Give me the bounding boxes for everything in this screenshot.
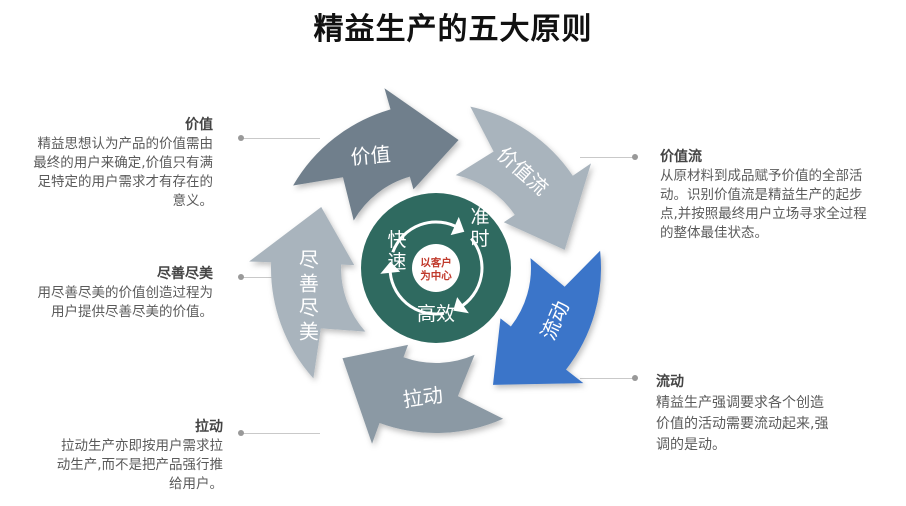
swirl-line	[391, 220, 460, 253]
center-label-line2: 为中心	[420, 269, 452, 282]
text-line: 点,并按照最终用户立场寻求全过程	[660, 206, 867, 222]
heading-perfection: 尽善尽美	[157, 266, 213, 282]
swirl-line	[388, 267, 445, 316]
text-line: 给用户。	[169, 476, 223, 492]
text-line: 用户提供尽善尽美的价值。	[51, 304, 213, 320]
text-line: 用尽善尽美的价值创造过程为	[37, 285, 214, 301]
center-label-line1: 以客户	[420, 256, 452, 269]
connector-perfection	[240, 277, 280, 278]
text-line: 足特定的用户需求才有存在的	[37, 174, 214, 190]
text-block-perfection: 尽善尽美 用尽善尽美的价值创造过程为 用户提供尽善尽美的价值。	[8, 265, 214, 322]
heading-pull: 拉动	[195, 419, 223, 435]
swirl-arrowhead	[450, 216, 465, 236]
center-circle	[412, 244, 460, 292]
connector-dot-perfection	[238, 274, 244, 280]
heading-value: 价值	[185, 117, 213, 133]
segment-perfection	[249, 206, 366, 379]
text-line: 精益思想认为产品的价值需由	[37, 136, 214, 152]
text-block-flow: 流动 精益生产强调要求各个创造 价值的活动需要流动起来,强 调的是动。	[656, 372, 886, 456]
text-line: 从原材料到成品赋予价值的全部活	[660, 168, 863, 184]
text-line: 精益生产强调要求各个创造	[656, 395, 824, 411]
heading-flow: 流动	[656, 374, 684, 390]
segment-perfection-label: 尽善尽美	[299, 247, 319, 343]
segment-pull-label: 拉动	[401, 383, 444, 412]
text-block-value-stream: 价值流 从原材料到成品赋予价值的全部活 动。识别价值流是精益生产的起步 点,并按…	[660, 148, 900, 243]
segment-value-stream	[455, 106, 592, 250]
connector-dot-pull	[238, 430, 244, 436]
segment-value-label: 价值	[350, 142, 392, 169]
text-line: 调的是动。	[656, 437, 726, 453]
connector-pull	[240, 433, 320, 434]
text-line: 动生产,而不是把产品强行推	[56, 457, 223, 473]
swirl-arrowhead	[380, 261, 401, 274]
text-block-value: 价值 精益思想认为产品的价值需由 最终的用户来确定,价值只有满 足特定的用户需求…	[8, 116, 213, 211]
connector-flow	[580, 378, 635, 379]
connector-value-stream	[580, 157, 635, 158]
connector-dot-value-stream	[632, 154, 638, 160]
inner-label-efficient: 高效	[417, 303, 455, 325]
text-line: 的整体最佳状态。	[660, 225, 768, 241]
text-block-pull: 拉动 拉动生产亦即按用户需求拉 动生产,而不是把产品强行推 给用户。	[8, 418, 223, 494]
text-line: 价值的活动需要流动起来,强	[656, 416, 829, 432]
connector-dot-value	[238, 135, 244, 141]
text-line: 意义。	[172, 193, 214, 209]
segment-flow	[492, 250, 601, 385]
page-title: 精益生产的五大原则	[313, 12, 593, 47]
heading-value-stream: 价值流	[660, 149, 702, 165]
inner-label-fast: 快速	[387, 229, 406, 273]
text-line: 动。识别价值流是精益生产的起步	[660, 187, 863, 203]
segment-pull	[342, 344, 504, 444]
connector-dot-flow	[632, 375, 638, 381]
connector-value	[240, 138, 320, 139]
swirl-line	[458, 237, 484, 310]
text-line: 最终的用户来确定,价值只有满	[33, 155, 213, 171]
text-line: 拉动生产亦即按用户需求拉	[61, 438, 223, 454]
inner-label-ontime: 准时	[470, 206, 489, 250]
segment-value	[293, 88, 459, 221]
swirl-arrowhead	[453, 297, 469, 314]
